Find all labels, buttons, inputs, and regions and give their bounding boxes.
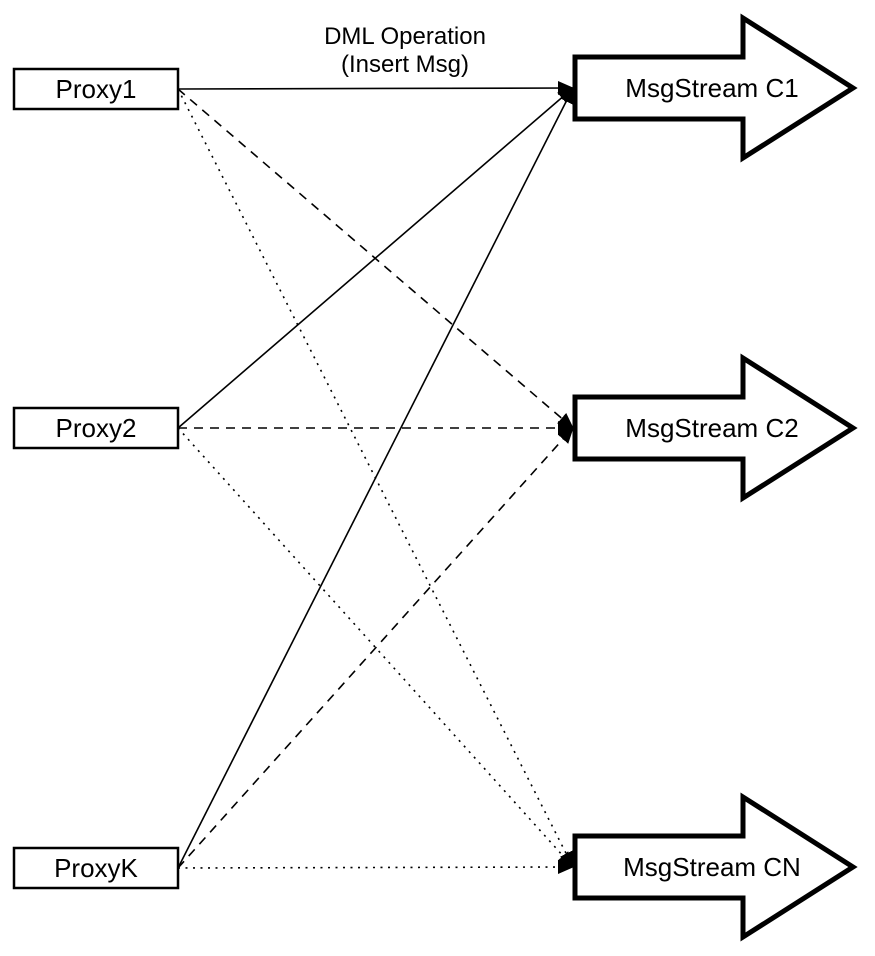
edge-proxyK-c1-solid (177, 87, 574, 869)
stream-node-c1: MsgStream C1 (572, 13, 858, 163)
msgstream-c1-label: MsgStream C1 (625, 73, 798, 103)
annotation-dml-operation-line2: (Insert Msg) (341, 51, 469, 78)
edge-layer (177, 81, 574, 875)
stream-node-cn: MsgStream CN (572, 792, 858, 942)
msgstream-cn-arrow-icon (572, 792, 858, 942)
msgstream-c2-label: MsgStream C2 (625, 413, 798, 443)
stream-node-c2: MsgStream C2 (572, 353, 858, 503)
proxy-node-2: Proxy2 (12, 406, 180, 450)
proxy-node-k: ProxyK (12, 846, 180, 890)
edge-proxyK-c2-dashed (177, 427, 574, 869)
proxyk-box (12, 846, 180, 890)
msgstream-c2-arrow-icon (572, 353, 858, 503)
proxy-node-1: Proxy1 (12, 67, 180, 111)
edge-proxy2-c1-solid (177, 87, 574, 429)
edge-proxyK-cn-dotted (177, 860, 574, 875)
proxyk-label: ProxyK (54, 853, 138, 883)
edge-proxy2-cn-dotted (177, 427, 574, 868)
proxy1-label: Proxy1 (56, 74, 137, 104)
msgstream-cn-label: MsgStream CN (623, 852, 801, 882)
msgstream-c1-arrow-icon (572, 13, 858, 163)
proxy1-box (12, 67, 180, 111)
proxy2-box (12, 406, 180, 450)
annotation-dml-operation-line1: DML Operation (324, 23, 486, 50)
proxy2-label: Proxy2 (56, 413, 137, 443)
edge-proxy1-c1-solid (177, 81, 574, 96)
